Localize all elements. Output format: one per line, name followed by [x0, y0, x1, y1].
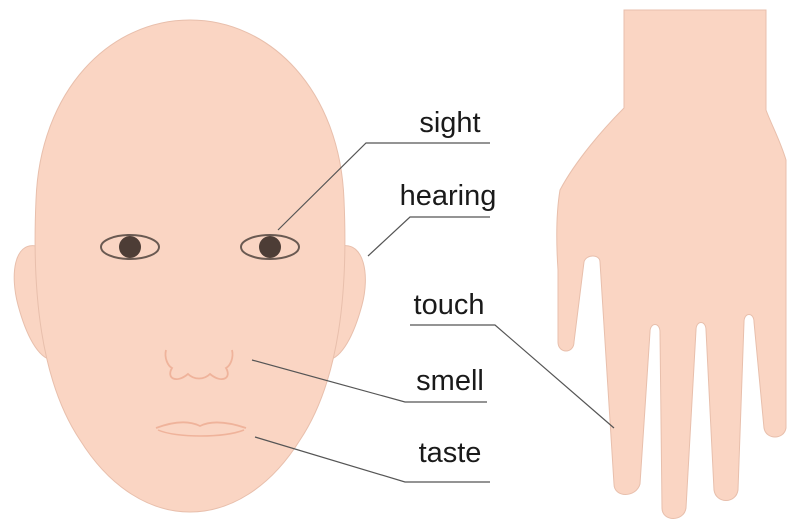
- left-pupil: [119, 236, 141, 258]
- hearing-leader-line: [368, 217, 490, 256]
- face: [35, 20, 345, 512]
- touch-label: touch: [414, 289, 485, 321]
- right-pupil: [259, 236, 281, 258]
- hand: [557, 10, 786, 519]
- head: [14, 20, 365, 512]
- sight-label: sight: [419, 107, 480, 139]
- smell-label: smell: [416, 365, 484, 397]
- taste-label: taste: [419, 437, 482, 469]
- hearing-label: hearing: [400, 180, 497, 212]
